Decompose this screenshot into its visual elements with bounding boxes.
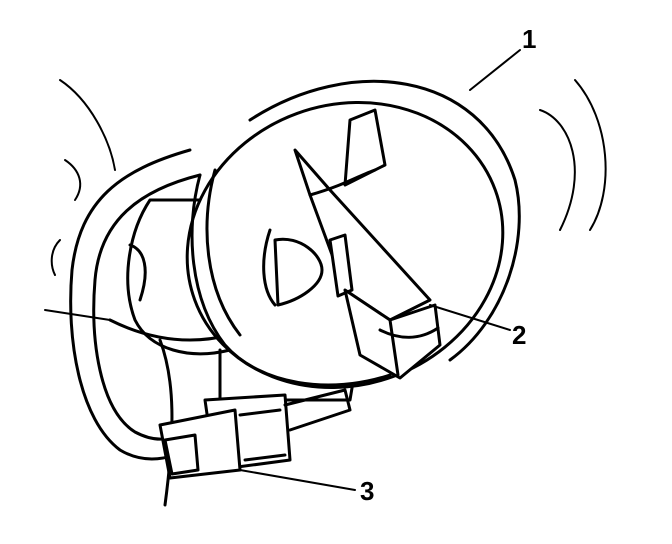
electrical-connector (158, 388, 352, 480)
bulb-socket (293, 108, 442, 380)
callout-3: 3 (360, 476, 374, 506)
wire-harness (69, 148, 202, 461)
leader-lines (239, 49, 521, 491)
callout-1: 1 (522, 24, 536, 54)
callout-2: 2 (512, 320, 526, 350)
background-panel (44, 79, 607, 321)
